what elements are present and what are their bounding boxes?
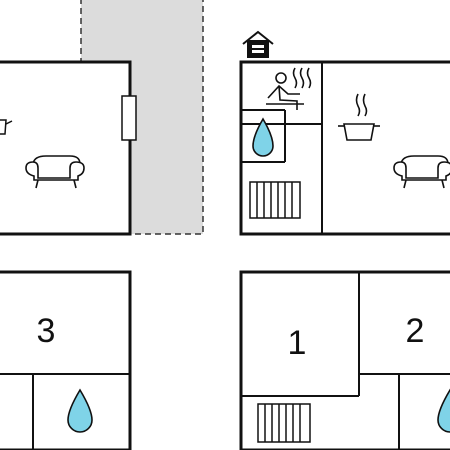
top-right-block — [239, 60, 450, 236]
radiator-icon — [257, 403, 311, 443]
sofa-icon — [393, 155, 450, 189]
room-2-label: 2 — [406, 312, 425, 350]
fireplace-icon — [242, 30, 274, 58]
cooking-pot-icon — [338, 93, 380, 141]
bottom-left-block: 3 — [0, 270, 132, 450]
cooking-pot-icon — [0, 119, 13, 135]
bottom-right-block: 1 2 — [239, 270, 450, 450]
sofa-icon — [25, 155, 85, 189]
water-drop-icon — [437, 388, 450, 433]
sauna-icon — [266, 67, 312, 110]
radiator-icon — [249, 181, 301, 219]
water-drop-icon — [252, 117, 274, 157]
room-1-label: 1 — [288, 324, 307, 362]
window-icon — [121, 95, 137, 141]
living-room-left — [0, 60, 137, 236]
water-drop-icon — [67, 388, 93, 433]
room-3-label: 3 — [37, 312, 56, 350]
